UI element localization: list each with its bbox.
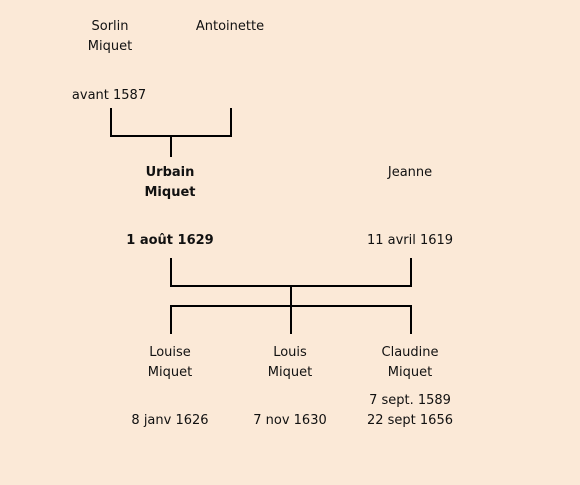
father-date: avant 1587 [71,88,147,103]
child-2-surname: Miquet [267,365,313,380]
mother-given-name: Antoinette [195,19,265,34]
child-3-date: 22 sept 1656 [366,413,453,428]
child-2-date: 7 nov 1630 [253,413,327,428]
child-1-given-name: Louise [149,345,191,360]
child-3-birth: 7 sept. 1589 [369,393,451,408]
child-2-given-name: Louis [273,345,307,360]
child-1-surname: Miquet [147,365,193,380]
person-given-name: Urbain [145,165,195,180]
spouse-given-name: Jeanne [387,165,433,180]
father-surname: Miquet [87,39,133,54]
child-3-surname: Miquet [387,365,433,380]
person-date: 1 août 1629 [126,233,214,248]
child-3-given-name: Claudine [381,345,439,360]
spouse-date: 11 avril 1619 [366,233,454,248]
child-1-date: 8 janv 1626 [131,413,209,428]
father-given-name: Sorlin [91,19,129,34]
person-surname: Miquet [144,185,196,200]
